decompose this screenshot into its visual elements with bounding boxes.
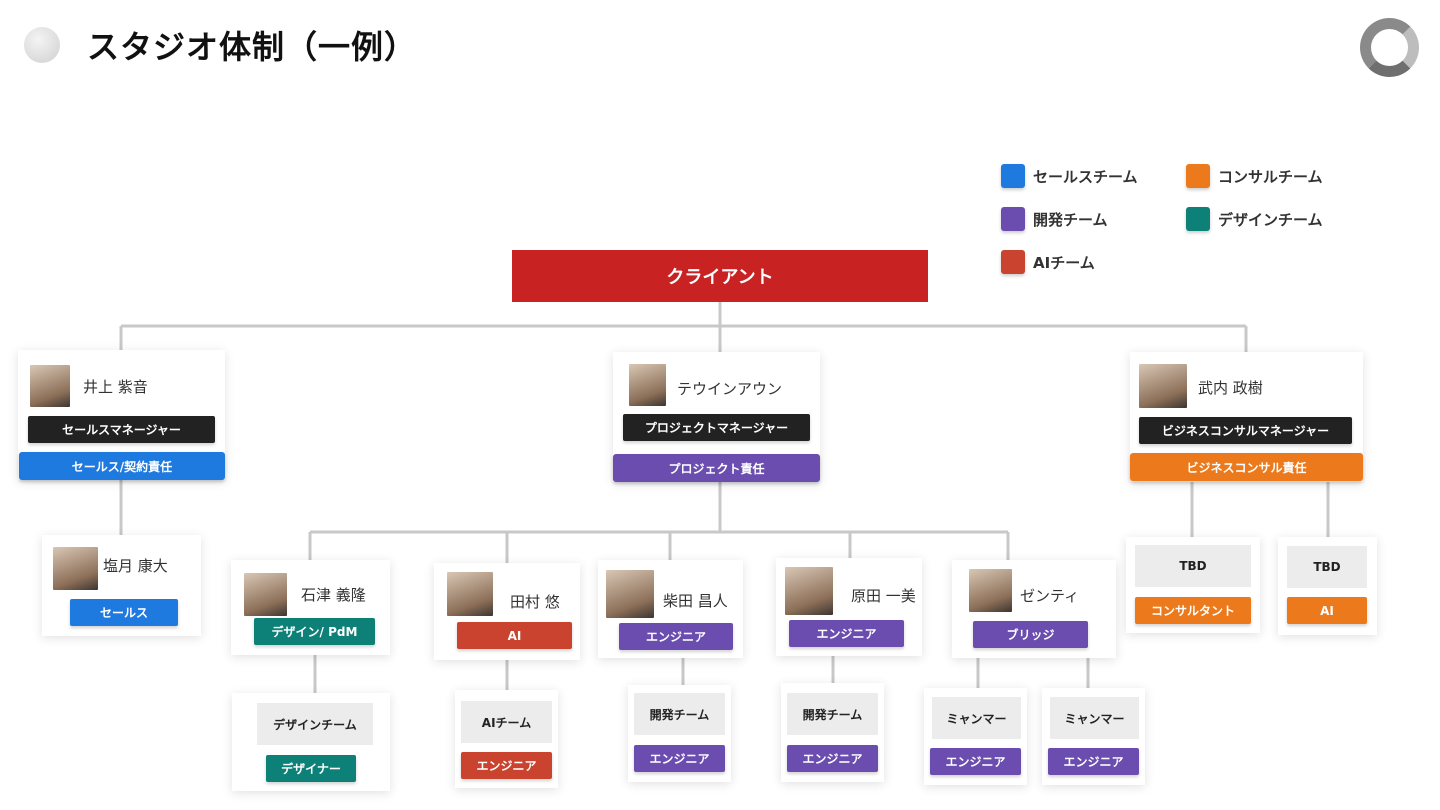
avatar: [30, 365, 70, 407]
person-name: 田村 悠: [510, 593, 560, 611]
legend-label: デザインチーム: [1218, 210, 1323, 229]
legend-ai: AIチーム: [1001, 250, 1095, 274]
team-box: AIチーム: [461, 701, 552, 743]
card-team: ミャンマー エンジニア: [1042, 688, 1145, 785]
person-name: テウインアウン: [677, 380, 783, 398]
person-name: 柴田 昌人: [663, 592, 728, 610]
tbd-box: TBD: [1135, 545, 1251, 587]
avatar: [447, 572, 493, 616]
team-box: ミャンマー: [1050, 697, 1139, 739]
role-pill: セールス: [70, 599, 178, 626]
card-member: 原田 一美 エンジニア: [776, 558, 922, 656]
swatch-design: [1186, 207, 1210, 231]
card-member: ゼンティ ブリッジ: [952, 560, 1116, 658]
role-pill: コンサルタント: [1135, 597, 1251, 624]
role-pill: エンジニア: [461, 752, 552, 779]
role-pill: AI: [1287, 597, 1367, 624]
role-pill: エンジニア: [789, 620, 904, 647]
swatch-dev: [1001, 207, 1025, 231]
avatar: [969, 569, 1012, 612]
card-team: AIチーム エンジニア: [455, 690, 558, 788]
role-pill: ビジネスコンサルマネージャー: [1139, 417, 1352, 444]
legend-label: セールスチーム: [1033, 167, 1138, 186]
duty-bar: セールス/契約責任: [19, 452, 225, 480]
avatar: [629, 364, 666, 406]
person-name: 原田 一美: [851, 587, 916, 605]
role-pill: エンジニア: [787, 745, 878, 772]
card-team: ミャンマー エンジニア: [924, 688, 1027, 785]
person-name: 塩月 康大: [103, 557, 168, 575]
card-member: TBD AI: [1278, 537, 1377, 635]
team-box: 開発チーム: [787, 693, 878, 735]
avatar: [1139, 364, 1187, 408]
card-member: 柴田 昌人 エンジニア: [598, 560, 743, 658]
duty-bar: ビジネスコンサル責任: [1130, 453, 1363, 481]
avatar: [53, 547, 98, 590]
legend-dev: 開発チーム: [1001, 207, 1108, 231]
client-box: クライアント: [512, 250, 928, 302]
role-pill: エンジニア: [634, 745, 725, 772]
legend-sales: セールスチーム: [1001, 164, 1138, 188]
avatar: [244, 573, 287, 616]
role-pill: エンジニア: [619, 623, 733, 650]
person-name: 井上 紫音: [83, 378, 148, 396]
legend-design: デザインチーム: [1186, 207, 1323, 231]
tbd-box: TBD: [1287, 546, 1367, 588]
person-name: ゼンティ: [1020, 587, 1080, 605]
legend-label: コンサルチーム: [1218, 167, 1323, 186]
role-pill: プロジェクトマネージャー: [623, 414, 810, 441]
logo-ring-icon: [1360, 18, 1419, 77]
header-bullet: [24, 27, 60, 63]
person-name: 石津 義隆: [301, 586, 366, 604]
card-member: 田村 悠 AI: [434, 563, 580, 660]
role-pill: エンジニア: [930, 748, 1021, 775]
team-box: デザインチーム: [257, 703, 373, 745]
card-team: デザインチーム デザイナー: [232, 693, 390, 791]
card-team: 開発チーム エンジニア: [781, 683, 884, 782]
page-title: スタジオ体制（一例）: [87, 28, 418, 66]
role-pill: エンジニア: [1048, 748, 1139, 775]
role-pill: AI: [457, 622, 572, 649]
swatch-ai: [1001, 250, 1025, 274]
role-pill: セールスマネージャー: [28, 416, 215, 443]
card-member: 塩月 康大 セールス: [42, 535, 201, 636]
person-name: 武内 政樹: [1198, 379, 1263, 397]
card-member: TBD コンサルタント: [1126, 537, 1260, 633]
legend-consult: コンサルチーム: [1186, 164, 1323, 188]
role-pill: ブリッジ: [973, 621, 1088, 648]
team-box: 開発チーム: [634, 693, 725, 735]
team-box: ミャンマー: [932, 697, 1021, 739]
swatch-consult: [1186, 164, 1210, 188]
role-pill: デザイナー: [266, 755, 356, 782]
avatar: [606, 570, 654, 618]
card-member: 石津 義隆 デザイン/ PdM: [231, 560, 390, 655]
duty-bar: プロジェクト責任: [613, 454, 820, 482]
card-team: 開発チーム エンジニア: [628, 685, 731, 782]
avatar: [785, 567, 833, 615]
legend-label: 開発チーム: [1033, 210, 1108, 229]
role-pill: デザイン/ PdM: [254, 618, 375, 645]
legend-label: AIチーム: [1033, 253, 1095, 272]
swatch-sales: [1001, 164, 1025, 188]
